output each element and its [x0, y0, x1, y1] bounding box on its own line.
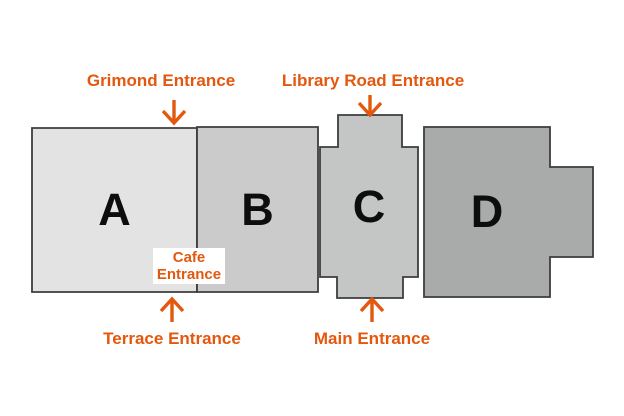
block-d-label: D [470, 186, 504, 237]
main-entrance-arrow-icon [359, 296, 385, 322]
block-c-shape [319, 114, 419, 299]
library-road-entrance-label: Library Road Entrance [281, 71, 465, 90]
cafe-entrance-label-line1: Cafe [172, 249, 206, 266]
block-b-label: B [241, 183, 274, 235]
library-road-entrance-arrow-icon [357, 95, 383, 118]
block-c-label: C [352, 180, 386, 232]
block-d-shape [423, 126, 594, 298]
terrace-entrance-label: Terrace Entrance [103, 329, 241, 348]
block-a-label: A [98, 184, 131, 235]
cafe-entrance-label-line2: Entrance [156, 266, 222, 283]
main-entrance-label: Main Entrance [313, 329, 431, 348]
cafe-entrance-callout: Cafe Entrance [153, 248, 225, 284]
grimond-entrance-label: Grimond Entrance [86, 71, 236, 90]
grimond-entrance-arrow-icon [161, 100, 187, 126]
terrace-entrance-arrow-icon [159, 296, 185, 322]
block-b-shape [196, 126, 319, 293]
